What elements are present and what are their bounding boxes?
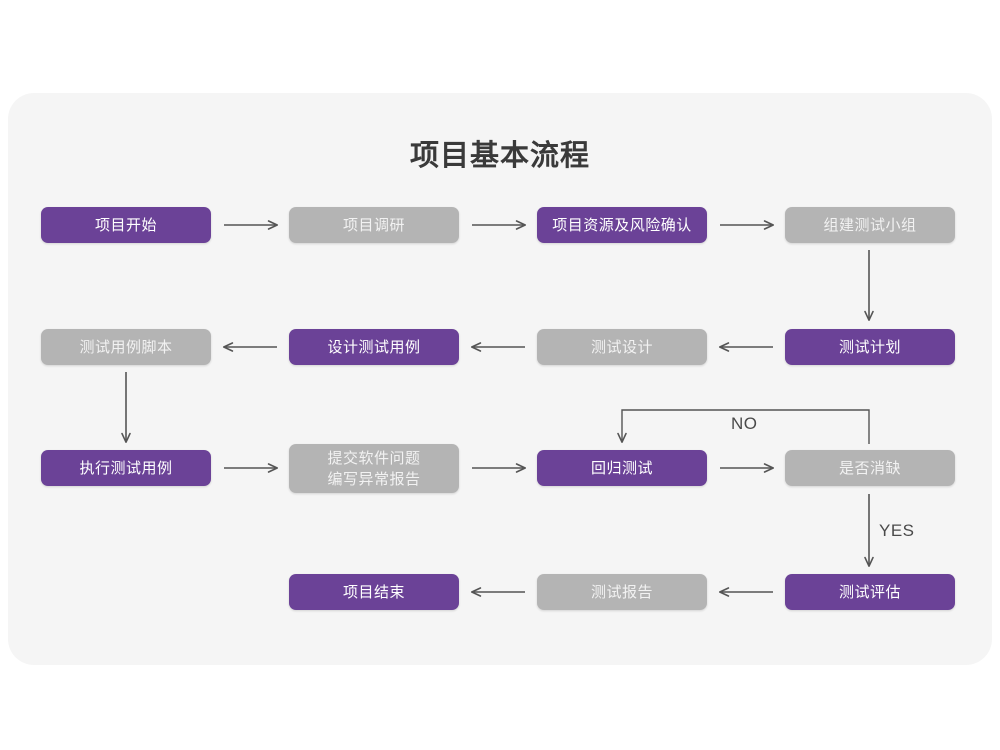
node-label: 项目调研 [342,216,405,234]
node-project-research[interactable]: 项目调研 [289,207,459,243]
node-label: 是否消缺 [838,459,901,477]
node-label: 项目开始 [94,216,157,234]
node-label: 测试设计 [590,338,653,356]
edge-label-no: NO [731,414,758,433]
node-defect-resolved-decision[interactable]: 是否消缺 [785,450,955,486]
node-label: 测试评估 [838,583,901,601]
node-submit-issue-report[interactable]: 提交软件问题 编写异常报告 [289,444,459,493]
node-project-end[interactable]: 项目结束 [289,574,459,610]
node-label: 项目结束 [342,583,405,601]
node-test-evaluation[interactable]: 测试评估 [785,574,955,610]
node-label: 执行测试用例 [79,459,173,477]
node-label: 回归测试 [590,459,653,477]
node-label: 测试报告 [590,583,653,601]
node-project-start[interactable]: 项目开始 [41,207,211,243]
node-test-case-script[interactable]: 测试用例脚本 [41,329,211,365]
node-label: 测试计划 [838,338,901,356]
node-test-design[interactable]: 测试设计 [537,329,707,365]
node-test-report[interactable]: 测试报告 [537,574,707,610]
node-regression-test[interactable]: 回归测试 [537,450,707,486]
node-label: 组建测试小组 [823,216,917,234]
node-label: 设计测试用例 [327,338,421,356]
node-build-test-team[interactable]: 组建测试小组 [785,207,955,243]
node-resource-risk-confirm[interactable]: 项目资源及风险确认 [537,207,707,243]
node-execute-test-case[interactable]: 执行测试用例 [41,450,211,486]
node-design-test-case[interactable]: 设计测试用例 [289,329,459,365]
node-label: 提交软件问题 编写异常报告 [327,449,421,488]
edge-label-yes: YES [879,521,915,540]
node-label: 测试用例脚本 [79,338,173,356]
node-label: 项目资源及风险确认 [552,216,692,234]
node-test-plan[interactable]: 测试计划 [785,329,955,365]
page-title: 项目基本流程 [409,140,590,172]
flowchart-panel [8,93,992,665]
